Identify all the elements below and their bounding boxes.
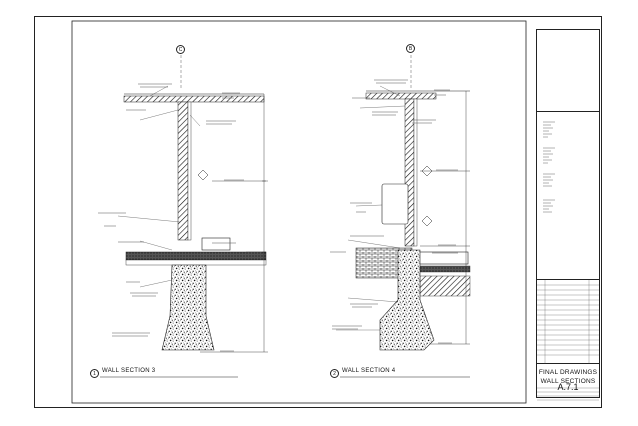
title-block-meta-rows: [537, 391, 599, 401]
revision-table: [537, 280, 599, 364]
revision-table-grid: [537, 280, 599, 364]
title-block-info-rows: [537, 387, 599, 389]
drawing-title-line1: FINAL DRAWINGS: [538, 369, 598, 376]
section-2-number: 2: [330, 369, 339, 378]
sheet-number: A.7.1: [557, 382, 579, 392]
grid-marker-c: C: [176, 45, 185, 54]
grid-marker-b: B: [406, 44, 415, 53]
section-2-title: WALL SECTION 4: [342, 368, 396, 374]
drawing-title-line2: WALL SECTIONS: [540, 378, 596, 385]
title-block-logo-area: [537, 30, 599, 112]
title-block: FINAL DRAWINGS WALL SECTIONS A.7.1: [536, 29, 600, 401]
section-1-title: WALL SECTION 3: [102, 368, 156, 374]
title-block-notes: [543, 121, 555, 213]
drawing-sheet-border: [34, 16, 602, 408]
title-block-notes-area: [537, 112, 599, 280]
section-1-number: 1: [90, 369, 99, 378]
